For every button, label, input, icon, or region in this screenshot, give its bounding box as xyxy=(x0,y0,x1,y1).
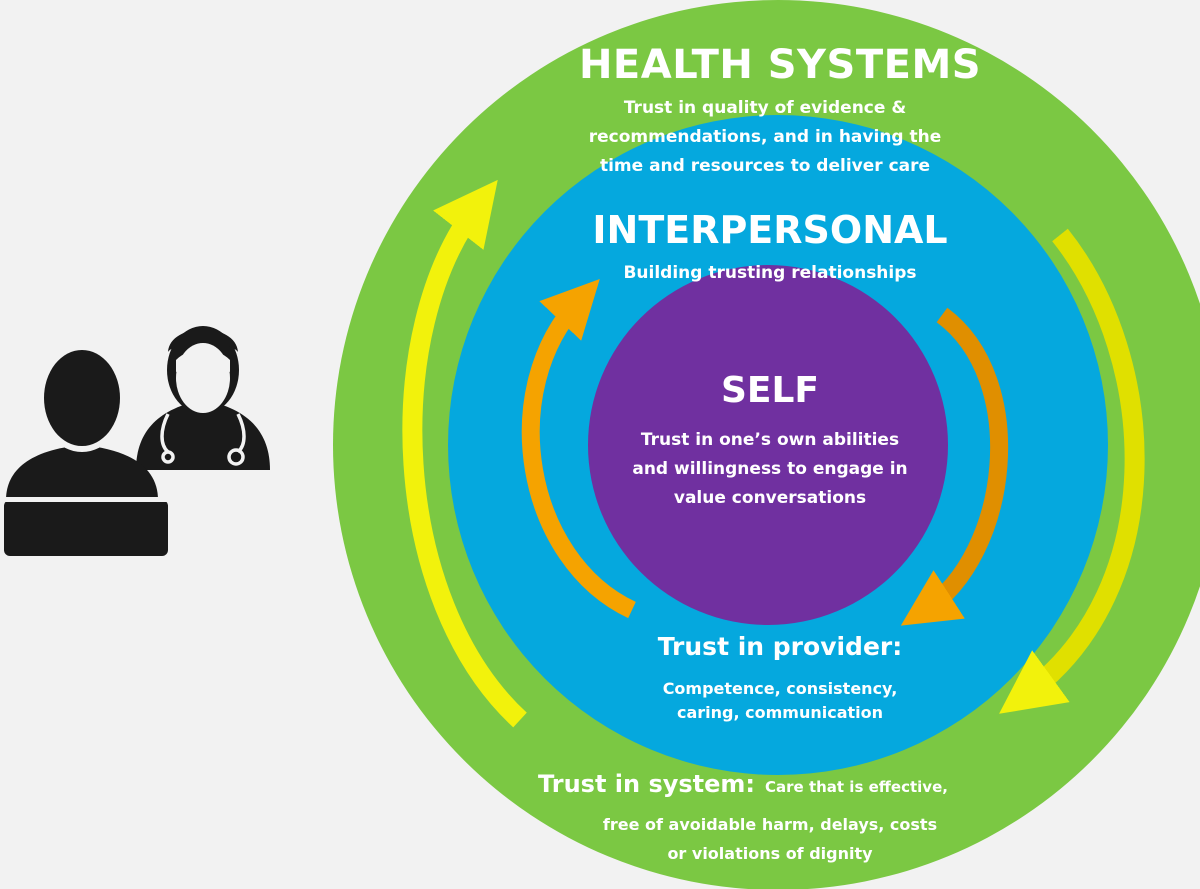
health-systems-title: HEALTH SYSTEMS xyxy=(578,42,982,88)
system-title: Trust in system: xyxy=(538,770,756,798)
stethoscope-icon xyxy=(160,413,246,466)
inner-circle-self xyxy=(588,265,948,625)
self-description: Trust in one’s own abilities and willing… xyxy=(590,426,950,513)
health-systems-line-3: time and resources to deliver care xyxy=(599,156,931,176)
outer-arrow-right xyxy=(999,228,1145,714)
system-line-3: or violations of dignity xyxy=(667,844,873,863)
inner-arrow-right xyxy=(900,307,1009,626)
provider-line-1: Competence, consistency, xyxy=(662,679,898,698)
system-heading: Trust in system: Care that is effective, xyxy=(538,770,1038,798)
outer-arrow-left xyxy=(402,179,527,728)
doctor-icon xyxy=(136,326,270,470)
interpersonal-subtitle: Building trusting relationships xyxy=(623,263,917,283)
provider-description: Competence, consistency, caring, communi… xyxy=(580,677,980,725)
system-description: free of avoidable harm, delays, costs or… xyxy=(545,810,995,868)
system-line-2: free of avoidable harm, delays, costs xyxy=(602,815,938,834)
provider-title: Trust in provider: xyxy=(657,632,903,661)
self-line-3: value conversations xyxy=(673,488,867,508)
self-line-1: Trust in one’s own abilities xyxy=(640,430,900,450)
self-line-2: and willingness to engage in xyxy=(632,459,908,479)
patient-icon xyxy=(4,344,168,556)
inner-arrow-left xyxy=(521,279,636,619)
health-systems-line-2: recommendations, and in having the xyxy=(588,127,942,147)
provider-line-2: caring, communication xyxy=(676,703,884,722)
health-systems-description: Trust in quality of evidence & recommend… xyxy=(545,94,985,181)
system-desc: Care that is effective, xyxy=(765,778,948,796)
interpersonal-title: INTERPERSONAL xyxy=(592,208,948,252)
health-systems-line-1: Trust in quality of evidence & xyxy=(623,98,907,118)
self-title: SELF xyxy=(720,370,820,411)
